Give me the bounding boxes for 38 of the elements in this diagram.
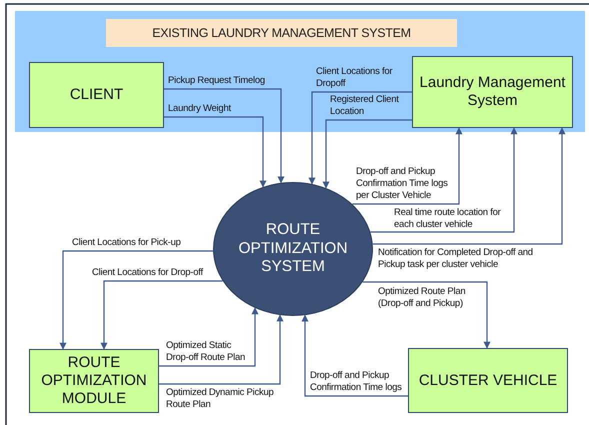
arrow	[362, 281, 490, 349]
arrow	[164, 116, 266, 188]
arrow	[322, 119, 412, 189]
banner-title: EXISTING LAUNDRY MANAGEMENT SYSTEM	[152, 26, 411, 40]
edge-label: Drop-off and Pickup Confirmation Time logs per Cluster Vehicle	[356, 166, 449, 202]
arrow	[352, 127, 462, 205]
entity-label: Laundry Management System	[418, 74, 566, 110]
entity-label: CLIENT	[70, 86, 124, 104]
entity-box	[29, 62, 164, 128]
edge-label: Laundry Weight	[168, 103, 232, 115]
arrow	[308, 91, 412, 185]
arrow	[159, 307, 258, 367]
edge-label: Notification for Completed Drop-off and Pickup task per cluster vehicle	[378, 247, 534, 271]
system-boundary-band	[15, 11, 585, 132]
arrow	[370, 127, 518, 233]
arrow	[372, 127, 566, 245]
edge-label: Registered Client Location	[330, 94, 400, 118]
process-label: ROUTE OPTIMIZATION SYSTEM	[237, 220, 349, 278]
entity-box	[29, 349, 159, 413]
entity-label: CLUSTER VEHICLE	[418, 372, 558, 390]
edge-label: Optimized Dynamic Pickup Route Plan	[166, 387, 274, 411]
arrow	[159, 314, 284, 385]
edge-label: Client Locations for Dropoff	[316, 66, 394, 90]
edge-label: Drop-off and Pickup Confirmation Time logs	[310, 370, 403, 394]
arrow	[302, 314, 408, 397]
arrow	[100, 280, 223, 350]
edge-label: Optimized Route Plan (Drop-off and Pickup)	[378, 286, 466, 310]
edge-label: Client Locations for Pick-up	[72, 237, 182, 249]
entity-box	[408, 348, 568, 413]
edge-label: Real time route location for each cluster vehicle	[394, 207, 502, 231]
edge-label: Client Locations for Drop-off	[92, 267, 204, 279]
edge-label: Optimized Static Drop-off Route Plan	[166, 340, 246, 364]
arrow	[164, 88, 284, 184]
title-banner	[106, 19, 457, 47]
edge-label: Pickup Request Timelog	[168, 75, 266, 87]
arrow	[60, 250, 214, 350]
entity-label: ROUTE OPTIMIZATION MODULE	[40, 354, 148, 408]
entity-box	[412, 56, 573, 128]
